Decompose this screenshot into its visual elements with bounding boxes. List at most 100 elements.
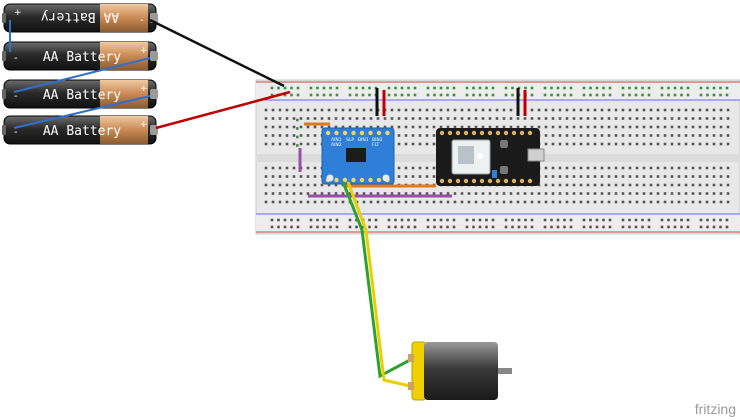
breadboard-hole — [355, 117, 359, 120]
breadboard-hole — [621, 225, 625, 229]
breadboard-hole — [292, 183, 296, 187]
breadboard-hole — [691, 183, 695, 187]
breadboard-hole — [667, 93, 670, 97]
breadboard-hole — [306, 108, 310, 112]
breadboard-hole — [334, 117, 338, 120]
breadboard-hole — [390, 200, 394, 204]
mcu-pin — [503, 130, 509, 136]
breadboard-hole — [621, 86, 625, 90]
breadboard-hole — [586, 166, 590, 170]
breadboard-hole — [299, 192, 303, 195]
breadboard-hole — [712, 200, 716, 204]
driver-mount-hole-left — [326, 174, 334, 182]
breadboard-hole — [439, 117, 443, 120]
breadboard-hole — [362, 192, 366, 195]
breadboard-hole — [686, 93, 690, 97]
breadboard-hole — [607, 200, 611, 204]
breadboard-hole — [320, 200, 324, 204]
breadboard-hole — [418, 134, 422, 137]
breadboard-hole — [621, 175, 625, 178]
breadboard-hole — [390, 117, 394, 120]
breadboard-hole — [537, 183, 541, 187]
breadboard-hole — [551, 108, 555, 112]
breadboard-hole — [270, 225, 274, 229]
breadboard-hole — [509, 108, 513, 112]
breadboard-hole — [642, 200, 646, 204]
breadboard-hole — [474, 117, 478, 120]
battery-plus-sign: + — [140, 84, 148, 94]
breadboard-hole — [467, 117, 471, 120]
breadboard-hole — [368, 86, 371, 90]
breadboard-hole — [369, 192, 373, 195]
breadboard-hole — [551, 192, 555, 195]
battery-plus-sign: + — [140, 46, 148, 56]
breadboard-hole — [316, 218, 319, 222]
breadboard-hole — [635, 134, 639, 137]
breadboard-hole — [418, 200, 422, 204]
breadboard-hole — [502, 200, 506, 204]
breadboard-hole — [706, 86, 709, 90]
breadboard-hole — [656, 125, 660, 129]
breadboard-hole — [558, 192, 562, 195]
breadboard-hole — [270, 218, 274, 222]
breadboard-hole — [290, 86, 293, 90]
breadboard-hole — [439, 192, 443, 195]
breadboard-hole — [271, 183, 275, 187]
breadboard-hole — [495, 108, 499, 112]
breadboard-hole — [418, 108, 422, 112]
breadboard-hole — [628, 192, 632, 195]
driver-chip — [346, 148, 366, 162]
breadboard-hole — [593, 125, 597, 129]
breadboard-hole — [544, 183, 548, 187]
breadboard-hole — [485, 86, 488, 90]
breadboard-hole — [306, 134, 310, 137]
breadboard-hole — [684, 200, 688, 204]
breadboard-hole — [558, 125, 562, 129]
breadboard-hole — [404, 175, 408, 178]
battery-minus-sign: - — [14, 53, 18, 64]
battery-minus-sign: - — [14, 127, 18, 138]
breadboard-hole — [726, 192, 730, 195]
breadboard-hole — [600, 134, 604, 137]
breadboard-hole — [698, 142, 702, 146]
mcu-pin — [455, 130, 461, 136]
breadboard-hole — [544, 166, 548, 170]
breadboard-hole — [313, 200, 317, 204]
breadboard-hole — [663, 117, 667, 120]
breadboard-hole — [572, 166, 576, 170]
breadboard-hole — [589, 218, 592, 222]
breadboard-hole — [511, 225, 514, 229]
breadboard-hole — [586, 200, 590, 204]
mcu-button-reset — [500, 166, 508, 174]
breadboard-hole — [628, 200, 632, 204]
breadboard-hole — [558, 166, 562, 170]
breadboard-hole — [413, 218, 417, 222]
battery-blue-link-3 — [13, 95, 151, 129]
breadboard-hole — [667, 86, 670, 90]
breadboard-hole — [543, 225, 547, 229]
breadboard-hole — [299, 183, 303, 187]
breadboard-hole — [271, 166, 275, 170]
breadboard-hole — [400, 225, 404, 229]
breadboard-hole — [550, 93, 553, 97]
breadboard-hole — [705, 192, 709, 195]
breadboard-hole — [383, 125, 387, 129]
driver-pin — [385, 130, 390, 136]
breadboard-hole — [647, 218, 651, 222]
breadboard-hole — [719, 93, 722, 97]
battery-blue-link-2 — [13, 57, 151, 93]
breadboard-hole — [502, 192, 506, 195]
breadboard-hole — [656, 108, 660, 112]
breadboard-hole — [691, 142, 695, 146]
breadboard-hole — [488, 125, 492, 129]
breadboard-hole — [418, 117, 422, 120]
breadboard-hole — [446, 192, 450, 195]
mcu-pin — [463, 130, 469, 136]
breadboard-hole — [565, 125, 569, 129]
breadboard-hole — [335, 225, 339, 229]
breadboard-hole — [313, 183, 317, 187]
breadboard-hole — [313, 117, 317, 120]
breadboard-hole — [691, 117, 695, 120]
breadboard-hole — [283, 93, 287, 97]
breadboard-hole — [296, 93, 300, 97]
